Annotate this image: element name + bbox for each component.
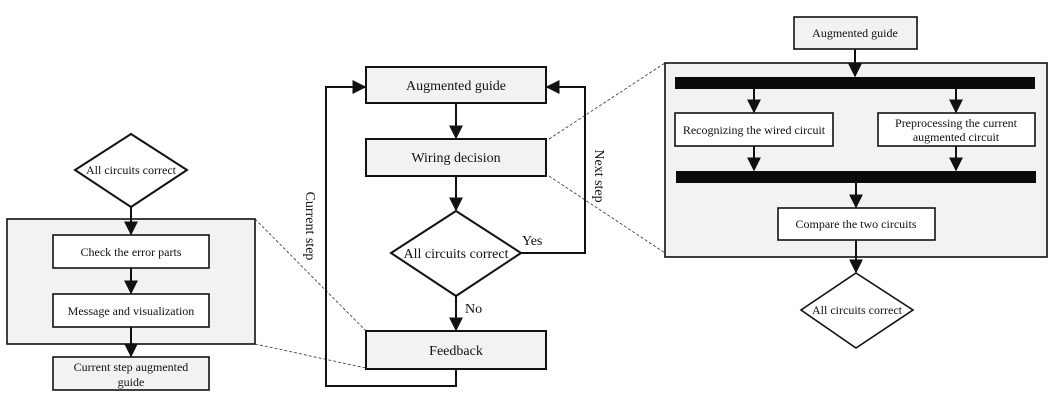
current-step-label: Current step [302, 192, 317, 261]
center-augmented-guide-label: Augmented guide [406, 79, 506, 94]
right-augmented-guide-label: Augmented guide [812, 26, 898, 40]
center-section: Augmented guide Wiring decision All circ… [302, 66, 606, 387]
current-step-guide-label-line1: Current step augmented [74, 360, 189, 374]
wiring-decision-box [365, 138, 547, 177]
current-step-guide-box [52, 356, 210, 391]
current-step-guide-label-line2: guide [118, 375, 145, 389]
check-error-parts-box [52, 234, 210, 269]
zoom-line-right-top [548, 62, 666, 140]
compare-box [777, 207, 936, 241]
center-decision-label: All circuits correct [404, 247, 509, 262]
feedback-box [365, 330, 547, 370]
left-decision-label: All circuits correct [86, 163, 177, 177]
no-label: No [465, 302, 482, 317]
yes-loop-line [521, 80, 586, 254]
preprocessing-label-line1: Preprocessing the current [895, 116, 1018, 130]
recognizing-label: Recognizing the wired circuit [683, 123, 826, 137]
right-augmented-guide-box [793, 16, 918, 50]
yes-label: Yes [522, 234, 542, 249]
next-step-label: Next step [591, 149, 606, 202]
compare-label: Compare the two circuits [796, 217, 917, 231]
left-section: All circuits correct Check the error par… [6, 132, 256, 391]
zoom-line-left-top [254, 218, 367, 332]
right-decision-diamond [799, 272, 915, 349]
current-step-loop-line [325, 80, 457, 387]
join-bar [676, 171, 1036, 183]
message-visualization-label: Message and visualization [68, 304, 195, 318]
check-error-parts-label: Check the error parts [81, 245, 182, 259]
fork-bar [675, 77, 1035, 89]
zoom-line-right-bottom [548, 175, 666, 254]
preprocessing-label-line2: augmented circuit [913, 130, 1000, 144]
recognizing-box [674, 112, 834, 147]
message-visualization-box [52, 293, 210, 328]
right-decision-label: All circuits correct [812, 303, 903, 317]
wiring-decision-label: Wiring decision [411, 151, 500, 166]
zoom-line-left-bottom [254, 343, 367, 369]
feedback-label: Feedback [429, 344, 483, 359]
right-section: Augmented guide Recognizing the wired ci… [664, 16, 1048, 349]
